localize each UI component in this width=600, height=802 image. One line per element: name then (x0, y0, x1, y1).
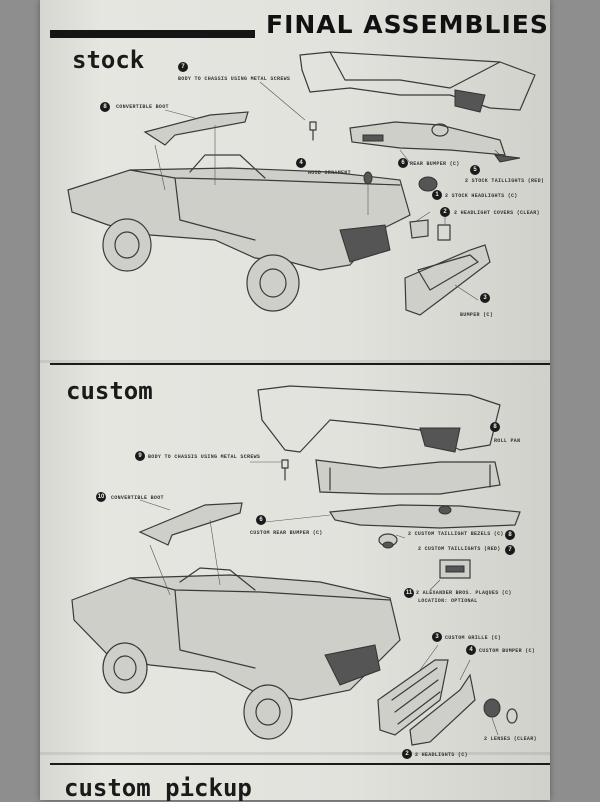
step-label: HOOD ORNAMENT (308, 170, 351, 176)
page-title: FINAL ASSEMBLIES (266, 10, 549, 39)
paper-fold (40, 752, 550, 755)
step-badge: 7 (178, 62, 188, 72)
step-label: 2 CUSTOM TAILLIGHTS (RED) (418, 546, 501, 552)
step-label: REAR BUMPER (C) (410, 161, 460, 167)
step-badge: 6 (256, 515, 266, 525)
step-badge: 9 (135, 451, 145, 461)
step-label: LOCATION: OPTIONAL (418, 598, 478, 604)
step-label: 2 HEADLIGHTS (C) (415, 752, 468, 758)
step-badge: 8 (100, 102, 110, 112)
step-label: ROLL PAN (494, 438, 521, 444)
section-divider (50, 363, 550, 365)
step-badge: 8 (490, 422, 500, 432)
step-badge: 2 (402, 749, 412, 759)
step-badge: 4 (296, 158, 306, 168)
step-badge: 3 (432, 632, 442, 642)
step-label: CUSTOM REAR BUMPER (C) (250, 530, 323, 536)
section-heading-custom: custom (66, 377, 153, 405)
step-label: CONVERTIBLE BOOT (111, 495, 164, 501)
step-badge: 1 (432, 190, 442, 200)
step-badge: 3 (480, 293, 490, 303)
step-label: CONVERTIBLE BOOT (116, 104, 169, 110)
step-label: 2 LENSES (CLEAR) (484, 736, 537, 742)
step-badge: 10 (96, 492, 106, 502)
section-divider (50, 763, 550, 765)
step-badge: 5 (470, 165, 480, 175)
step-label: 2 STOCK HEADLIGHTS (C) (445, 193, 518, 199)
header-bar (50, 30, 255, 38)
section-heading-stock: stock (72, 46, 145, 74)
paper-fold (40, 360, 550, 363)
step-label: CUSTOM BUMPER (C) (479, 648, 536, 654)
step-label: CUSTOM GRILLE (C) (445, 635, 502, 641)
step-label: BODY TO CHASSIS USING METAL SCREWS (178, 76, 291, 82)
step-badge: 6 (398, 158, 408, 168)
step-badge: 8 (505, 530, 515, 540)
step-label: BUMPER (C) (460, 312, 494, 318)
section-heading-custom-pickup: custom pickup (64, 774, 252, 802)
step-label: 2 HEADLIGHT COVERS (CLEAR) (454, 210, 540, 216)
step-badge: 4 (466, 645, 476, 655)
step-badge: 2 (440, 207, 450, 217)
step-label: 2 CUSTOM TAILLIGHT BEZELS (C) (408, 531, 504, 537)
step-badge: 11 (404, 588, 414, 598)
step-label: BODY TO CHASSIS USING METAL SCREWS (148, 454, 261, 460)
step-label: 2 STOCK TAILLIGHTS (RED) (465, 178, 545, 184)
step-label: 2 ALEXANDER BROS. PLAQUES (C) (416, 590, 512, 596)
step-badge: 7 (505, 545, 515, 555)
